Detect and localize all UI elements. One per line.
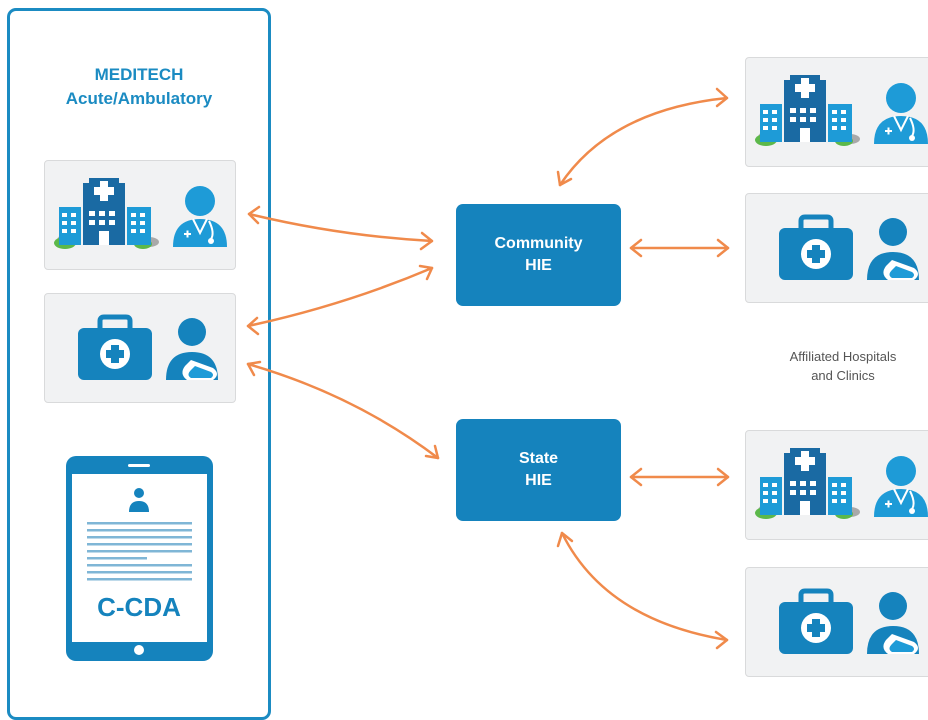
panel-title-line1: MEDITECH <box>94 65 184 84</box>
panel-title-line2: Acute/Ambulatory <box>65 89 213 108</box>
state-hie-line1: State <box>518 450 559 467</box>
arrow-panel-clinic-state <box>246 362 440 460</box>
affiliated-hospital-card-1 <box>745 57 928 167</box>
community-hie-line1: Community <box>494 235 583 252</box>
state-hie-line2: HIE <box>525 472 552 489</box>
community-hie-line2: HIE <box>525 257 552 274</box>
state-hie-box: State HIE <box>456 419 621 521</box>
panel-hospital-card <box>44 160 236 270</box>
arrow-state-affiliated-4 <box>560 531 729 642</box>
affiliated-label-line2: and Clinics <box>811 368 875 383</box>
arrow-panel-hospital-community <box>247 212 434 243</box>
community-hie-box: Community HIE <box>456 204 621 306</box>
affiliated-label: Affiliated Hospitals and Clinics <box>758 347 928 385</box>
panel-clinic-card <box>44 293 236 403</box>
affiliated-hospital-card-2 <box>745 430 928 540</box>
arrow-community-affiliated-1 <box>558 96 729 187</box>
tablet-document-icon <box>66 456 213 661</box>
affiliated-clinic-card-2 <box>745 567 928 677</box>
arrow-panel-clinic-community <box>246 266 434 328</box>
document-label: C-CDA <box>97 592 181 622</box>
affiliated-label-line1: Affiliated Hospitals <box>789 349 897 364</box>
affiliated-clinic-card-1 <box>745 193 928 303</box>
